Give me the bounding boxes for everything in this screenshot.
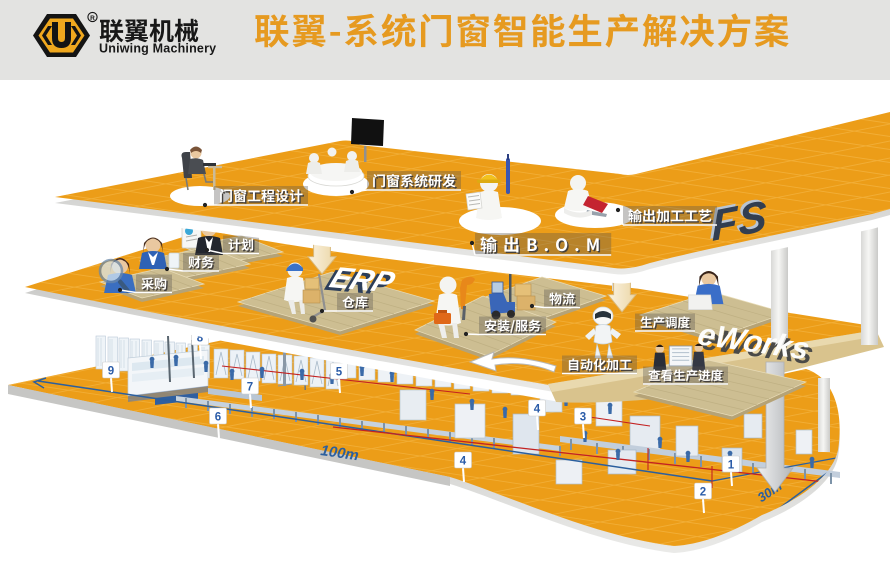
svg-text:2: 2 <box>700 487 706 499</box>
svg-text:4: 4 <box>460 456 467 468</box>
svg-text:FS: FS <box>709 190 766 249</box>
svg-text:7: 7 <box>247 382 253 394</box>
svg-text:4: 4 <box>534 404 541 416</box>
svg-text:ERP: ERP <box>325 261 399 299</box>
svg-text:R: R <box>90 15 95 22</box>
svg-text:ERP: ERP <box>321 264 395 302</box>
svg-text:5: 5 <box>336 367 343 379</box>
svg-text:1: 1 <box>728 460 735 472</box>
svg-text:100m: 100m <box>319 442 359 464</box>
svg-text:9: 9 <box>108 366 114 378</box>
svg-text:Uniwing Machinery: Uniwing Machinery <box>99 42 216 56</box>
svg-text:6: 6 <box>215 412 221 424</box>
svg-text:FS: FS <box>711 192 768 251</box>
svg-text:3: 3 <box>580 412 586 424</box>
svg-text:8: 8 <box>197 333 204 345</box>
